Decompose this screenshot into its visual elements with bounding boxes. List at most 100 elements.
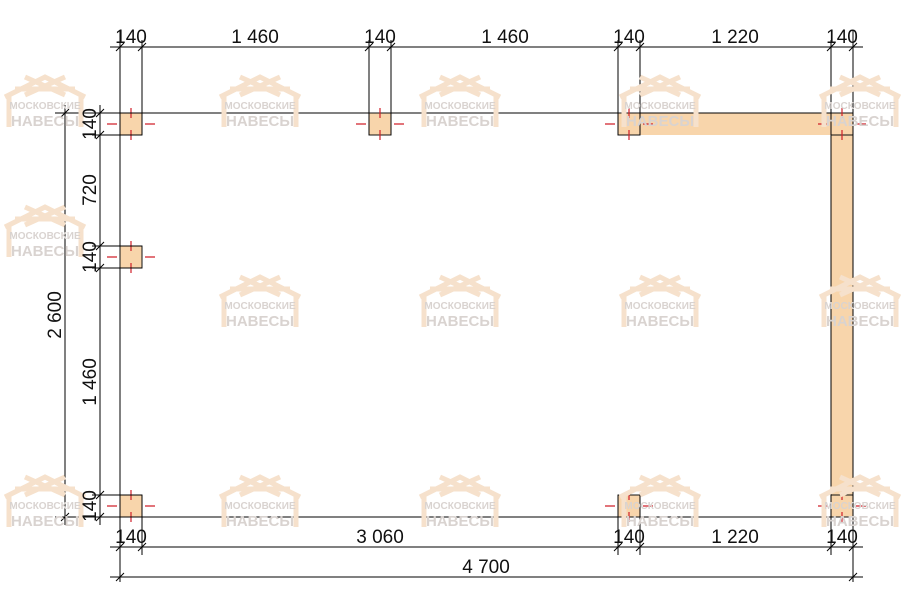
watermark-line1: МОСКОВСКИЕ (9, 231, 81, 242)
canopy-icon (218, 274, 302, 327)
dim-tick (848, 572, 858, 582)
watermark-line2: НАВЕСЫ (426, 113, 494, 130)
axis-cross-icon (818, 108, 866, 140)
right-beam (831, 113, 853, 517)
total-width-label: 4 700 (462, 557, 510, 578)
watermark-line2: НАВЕСЫ (226, 313, 294, 330)
canopy-icon (818, 74, 902, 127)
watermark-line1: МОСКОВСКИЕ (624, 301, 696, 312)
watermark-line1: МОСКОВСКИЕ (9, 501, 81, 512)
watermark-line1: МОСКОВСКИЕ (224, 101, 296, 112)
dim-label: 140 (80, 490, 101, 522)
watermark-line2: НАВЕСЫ (826, 113, 894, 130)
watermark-line1: МОСКОВСКИЕ (624, 101, 696, 112)
dim-label: 140 (613, 27, 645, 48)
watermark-line1: МОСКОВСКИЕ (9, 101, 81, 112)
watermark-line2: НАВЕСЫ (426, 313, 494, 330)
dim-tick (137, 42, 147, 52)
axis-cross-icon (605, 108, 653, 140)
watermark-line2: НАВЕСЫ (626, 113, 694, 130)
canopy-icon (618, 74, 702, 127)
dim-tick (60, 512, 70, 522)
dim-tick (613, 542, 623, 552)
watermark-line1: МОСКОВСКИЕ (424, 501, 496, 512)
dim-tick (115, 542, 125, 552)
dim-label: 720 (80, 174, 101, 206)
dim-label: 1 460 (481, 27, 529, 48)
dim-tick (95, 108, 105, 118)
watermark-line2: НАВЕСЫ (626, 513, 694, 530)
dim-label: 140 (115, 527, 147, 548)
watermark-line2: НАВЕСЫ (826, 513, 894, 530)
dim-tick (95, 130, 105, 140)
dim-tick (95, 512, 105, 522)
canopy-icon (218, 474, 302, 527)
dim-tick (95, 490, 105, 500)
watermark-line2: НАВЕСЫ (626, 313, 694, 330)
canopy-icon (818, 274, 902, 327)
dim-label: 3 060 (356, 527, 404, 548)
dim-label: 1 460 (231, 27, 279, 48)
left-dimension-labels: 140 720 140 1 460 140 2 600 (45, 108, 101, 522)
canopy-icon (618, 474, 702, 527)
watermark-line1: МОСКОВСКИЕ (424, 101, 496, 112)
dim-tick (364, 42, 374, 52)
watermark-line2: НАВЕСЫ (226, 513, 294, 530)
watermark-line1: МОСКОВСКИЕ (824, 501, 896, 512)
dim-tick (137, 542, 147, 552)
dim-tick (826, 542, 836, 552)
dim-label: 140 (80, 241, 101, 273)
canopy-icon (218, 74, 302, 127)
watermark-line2: НАВЕСЫ (11, 513, 79, 530)
watermark-line1: МОСКОВСКИЕ (824, 301, 896, 312)
dim-tick (848, 542, 858, 552)
dim-tick (613, 42, 623, 52)
canopy-icon (418, 474, 502, 527)
canopy-icon (818, 474, 902, 527)
canopy-icon (3, 204, 87, 257)
watermark-line2: НАВЕСЫ (11, 243, 79, 260)
dim-label: 140 (364, 27, 396, 48)
dimensions-layer (60, 40, 863, 582)
dim-tick (635, 542, 645, 552)
dim-tick (848, 42, 858, 52)
axis-cross-icon (356, 108, 404, 140)
dim-tick (386, 42, 396, 52)
watermark-layer: МОСКОВСКИЕНАВЕСЫМОСКОВСКИЕНАВЕСЫМОСКОВСК… (3, 74, 902, 530)
dim-tick (635, 42, 645, 52)
dim-tick (115, 572, 125, 582)
watermark-line2: НАВЕСЫ (426, 513, 494, 530)
canopy-icon (418, 274, 502, 327)
dim-tick (115, 42, 125, 52)
canopy-icon (3, 474, 87, 527)
top-dimension-labels: 140 1 460 140 1 460 140 1 220 140 (115, 27, 858, 48)
canopy-icon (618, 274, 702, 327)
dim-label: 1 220 (711, 27, 759, 48)
watermark-line1: МОСКОВСКИЕ (824, 101, 896, 112)
dim-tick (95, 241, 105, 251)
dim-tick (60, 108, 70, 118)
canopy-icon (418, 74, 502, 127)
watermark-line2: НАВЕСЫ (11, 113, 79, 130)
dim-label: 140 (826, 27, 858, 48)
bottom-dimension-labels: 140 3 060 140 1 220 140 4 700 (115, 527, 858, 578)
dim-label: 1 460 (80, 358, 101, 406)
dim-label: 1 220 (711, 527, 759, 548)
watermark-line2: НАВЕСЫ (826, 313, 894, 330)
total-height-label: 2 600 (45, 291, 66, 339)
top-right-beam (640, 113, 853, 135)
dim-label: 140 (115, 27, 147, 48)
